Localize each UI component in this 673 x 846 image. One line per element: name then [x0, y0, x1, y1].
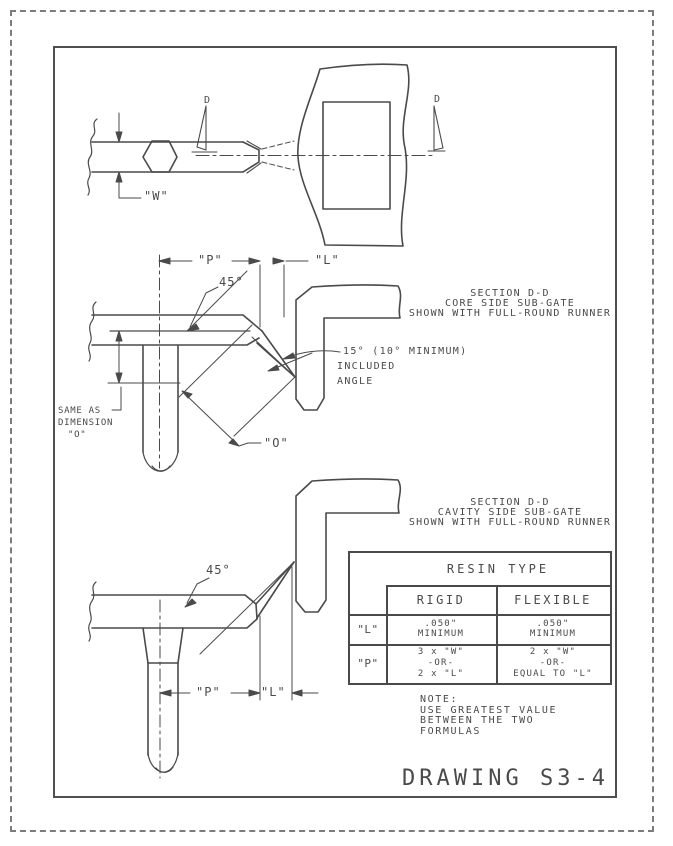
- middle-caption-line2: CORE SIDE SUB-GATE: [445, 298, 575, 309]
- bottom-view-gate: [255, 561, 295, 619]
- middle-dim-l-label: "L": [315, 253, 340, 267]
- table-row-l-label: "L": [357, 622, 379, 636]
- table-col-flexible: FLEXIBLE: [514, 592, 592, 607]
- table-row-l-flexible: .050" MINIMUM: [496, 614, 610, 644]
- section-flag-left: [191, 105, 218, 153]
- included-angle-line1: 15° (10° MINIMUM): [343, 346, 468, 357]
- bottom-dim-p-label: "P": [196, 685, 221, 699]
- dim-w-lines: [115, 112, 142, 199]
- bottom-45-leader: [184, 577, 210, 608]
- note-line2: USE GREATEST VALUE: [420, 704, 558, 716]
- top-view-part: [297, 63, 410, 247]
- table-col-rigid: RIGID: [416, 592, 466, 607]
- middle-15-leader: [267, 350, 341, 372]
- same-as-line1: SAME AS: [58, 406, 101, 416]
- table-cell-text: MINIMUM: [417, 629, 465, 639]
- drawing-frame: [53, 46, 617, 798]
- table-row-p-flexible: 2 x "W" -OR- EQUAL TO "L": [496, 644, 610, 683]
- table-row-p-rigid: 3 x "W" -OR- 2 x "L": [386, 644, 496, 683]
- bottom-caption-line1: SECTION D-D: [470, 497, 550, 508]
- note-line1: NOTE:: [420, 694, 459, 705]
- note-line4: FORMULAS: [420, 725, 481, 737]
- table-row-l-rigid: .050" MINIMUM: [386, 614, 496, 644]
- table-line-row1: [350, 614, 610, 616]
- table-cell-text: .050": [424, 619, 458, 629]
- middle-45-line: [186, 270, 248, 332]
- same-as-line2: DIMENSION: [58, 418, 114, 428]
- drawing-title: DRAWING S3-4: [402, 766, 609, 791]
- section-label-d-left: D: [204, 95, 212, 106]
- bottom-caption-line3: SHOWN WITH FULL-ROUND RUNNER: [408, 517, 612, 528]
- bottom-dims: [159, 566, 319, 701]
- bottom-angle-45-label: 45°: [206, 563, 231, 577]
- middle-caption-line3: SHOWN WITH FULL-ROUND RUNNER: [408, 308, 612, 319]
- bottom-caption-line2: CAVITY SIDE SUB-GATE: [437, 507, 583, 518]
- middle-view-runner: [88, 301, 263, 362]
- bottom-view-part: [295, 478, 402, 613]
- table-cell-text: MINIMUM: [529, 629, 577, 639]
- table-line-stub-divider: [386, 585, 388, 683]
- middle-view-pin: [142, 254, 179, 472]
- dim-w-label: "W": [144, 189, 169, 203]
- table-cell-text: -OR-: [427, 658, 455, 668]
- bottom-45-line: [199, 561, 295, 655]
- page-dashed-border: [10, 10, 654, 832]
- bottom-view-pin: [142, 599, 184, 779]
- table-cell-text: 3 x "W": [417, 647, 465, 657]
- table-cell-text: 2 x "W": [529, 647, 577, 657]
- same-as-line3: "O": [68, 430, 87, 440]
- note-line3: BETWEEN THE TWO: [420, 715, 535, 726]
- table-cell-text: -OR-: [539, 658, 567, 668]
- bottom-caption: SECTION D-D CAVITY SIDE SUB-GATE SHOWN W…: [398, 498, 622, 528]
- middle-view-gate: [251, 330, 296, 378]
- bottom-view-runner: [88, 581, 258, 642]
- table-line-col-divider: [496, 585, 498, 683]
- middle-caption: SECTION D-D CORE SIDE SUB-GATE SHOWN WIT…: [398, 289, 622, 319]
- table-cell-text: EQUAL TO "L": [513, 669, 593, 679]
- table-line-under-title: [386, 585, 610, 587]
- middle-45-leader: [186, 286, 219, 332]
- table-line-row2: [350, 644, 610, 646]
- middle-dim-o: [178, 324, 296, 447]
- bottom-dim-l-label: "L": [261, 685, 286, 699]
- included-angle-line3: ANGLE: [337, 376, 374, 387]
- section-label-d-right: D: [434, 94, 442, 105]
- resin-type-table: RESIN TYPE RIGID FLEXIBLE "L" .050" MINI…: [348, 551, 612, 685]
- table-cell-text: .050": [536, 619, 570, 629]
- table-cell-text: 2 x "L": [417, 669, 465, 679]
- middle-dim-p-label: "P": [198, 253, 223, 267]
- middle-angle-45-label: 45°: [219, 275, 244, 289]
- middle-view-part: [295, 284, 402, 411]
- table-row-p-label: "P": [357, 657, 379, 670]
- middle-dim-o-label: "O": [264, 436, 289, 450]
- middle-caption-line1: SECTION D-D: [470, 288, 550, 299]
- included-angle-line2: INCLUDED: [337, 361, 396, 372]
- top-view-runner: [87, 118, 295, 196]
- middle-dims: [158, 257, 309, 328]
- note-block: NOTE: USE GREATEST VALUE BETWEEN THE TWO…: [420, 695, 557, 737]
- middle-same-as-dim: [107, 330, 181, 411]
- section-flag-right: [427, 105, 446, 152]
- table-title: RESIN TYPE: [446, 562, 550, 576]
